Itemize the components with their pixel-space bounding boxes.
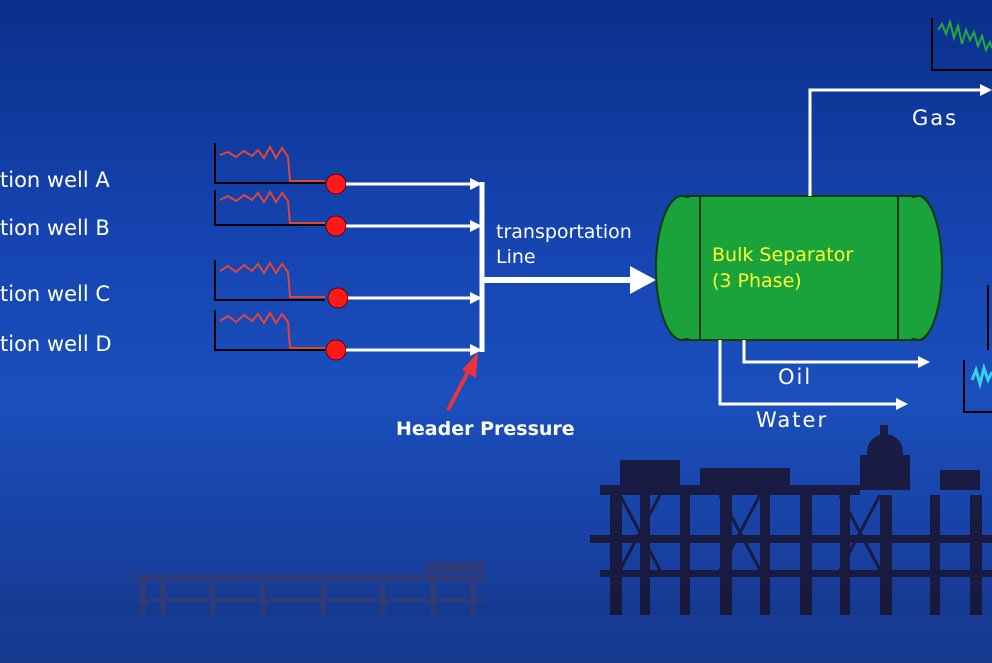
well-d-label: tion well D [0, 332, 112, 356]
header-pressure-arrow [446, 352, 478, 411]
transportation-line-label-line1: transportation [496, 221, 632, 243]
header-pressure-label: Header Pressure [396, 418, 575, 440]
valve-well-b[interactable] [325, 215, 347, 237]
water-output-label: Water [756, 408, 829, 432]
transportation-line-arrow [482, 266, 656, 294]
bulk-separator-vessel[interactable] [655, 195, 943, 341]
trend-chart-well-a [214, 143, 325, 184]
well-a-label: tion well A [0, 168, 110, 192]
water-outlet-line [718, 340, 908, 410]
oil-outlet-line [742, 340, 930, 368]
gas-output-label: Gas [912, 106, 959, 130]
separator-label-line1: Bulk Separator [712, 244, 854, 266]
well-flow-lines [346, 178, 482, 356]
trend-chart-well-b [214, 190, 325, 226]
valve-well-c[interactable] [327, 287, 349, 309]
valve-well-a[interactable] [325, 173, 347, 195]
gas-outlet-line [808, 84, 992, 196]
trend-chart-well-c [214, 260, 325, 301]
distant-platform-silhouette [135, 562, 485, 615]
sea-surface [0, 615, 992, 663]
trend-chart-well-d [214, 310, 325, 351]
valve-well-d[interactable] [325, 339, 347, 361]
transportation-line-label: transportation Line [496, 220, 632, 270]
trend-chart-water [963, 360, 992, 413]
separator-label-line2: (3 Phase) [712, 270, 802, 292]
well-c-label: tion well C [0, 282, 111, 306]
well-b-label: tion well B [0, 216, 110, 240]
transportation-line-label-line2: Line [496, 246, 536, 268]
oil-output-label: Oil [778, 365, 813, 389]
offshore-platform-silhouette [590, 425, 992, 615]
separator-label: Bulk Separator (3 Phase) [712, 242, 853, 294]
trend-chart-gas [931, 18, 992, 71]
